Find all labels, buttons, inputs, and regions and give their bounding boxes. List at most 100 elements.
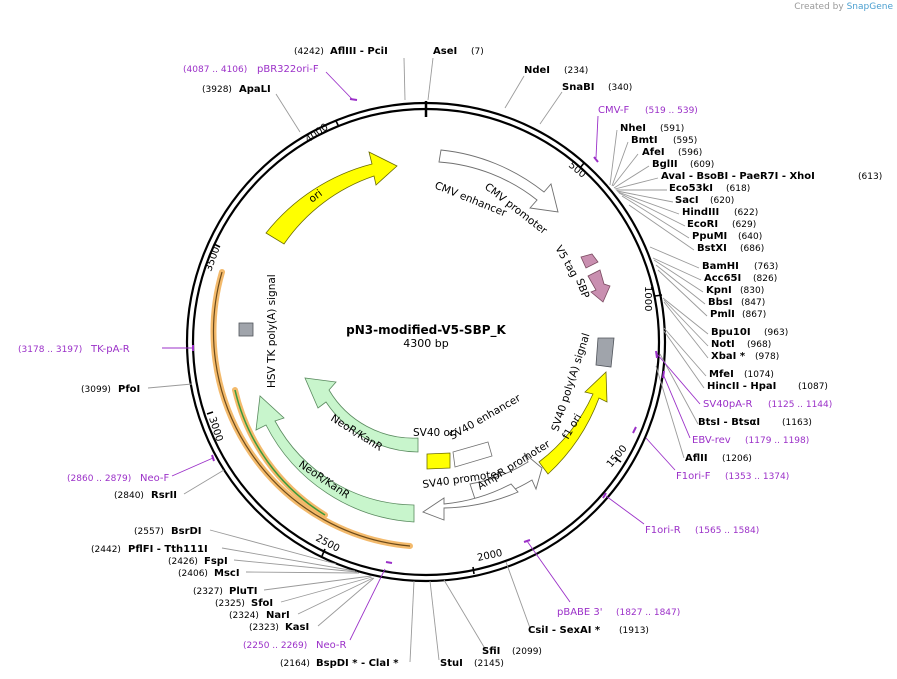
primer-name-ebv-rev[interactable]: EBV-rev xyxy=(692,435,731,446)
leader-acc65I xyxy=(652,257,702,281)
snapgene-credit: Created by SnapGene xyxy=(794,2,893,12)
leader-pmlI xyxy=(657,269,708,317)
site-name-aseI[interactable]: AseI xyxy=(433,46,457,57)
site-name-ndeI[interactable]: NdeI xyxy=(524,65,550,76)
primer-pos-pbabe3: (1827 .. 1847) xyxy=(616,608,680,618)
primer-name-tk-pa-r[interactable]: TK-pA-R xyxy=(90,344,130,355)
site-name-btsI[interactable]: BtsI - BtsαI xyxy=(698,417,760,428)
site-name-fspI[interactable]: FspI xyxy=(204,556,228,567)
feature-v5-tag[interactable] xyxy=(580,253,599,269)
leader-fspI xyxy=(233,559,358,573)
leader-hincII xyxy=(663,330,705,389)
primer-name-f1ori-f[interactable]: F1ori-F xyxy=(676,471,711,482)
tick-mark-2000 xyxy=(472,566,475,575)
site-name-ecoRI[interactable]: EcoRI xyxy=(687,219,718,230)
primer-name-f1ori-r[interactable]: F1ori-R xyxy=(645,525,681,536)
leader-pluTI xyxy=(263,575,372,591)
site-name-eco53kI[interactable]: Eco53kI xyxy=(669,183,713,194)
leader-hindIII xyxy=(617,191,680,215)
site-name-bamHI[interactable]: BamHI xyxy=(702,261,739,272)
site-name-afeI[interactable]: AfeI xyxy=(642,147,665,158)
snapgene-brand: SnapGene xyxy=(846,2,893,12)
primer-mark-f1ori-r xyxy=(602,492,607,499)
site-name-pfoI[interactable]: PfoI xyxy=(118,384,140,395)
site-name-kpnI[interactable]: KpnI xyxy=(706,285,732,296)
site-name-apaLI[interactable]: ApaLI xyxy=(239,84,271,95)
site-name-sacI[interactable]: SacI xyxy=(675,195,699,206)
site-name-snabI[interactable]: SnaBI xyxy=(562,82,594,93)
leader-aseI xyxy=(427,57,434,101)
site-pos-eco53kI: (618) xyxy=(726,184,750,194)
leader-sfoI xyxy=(280,576,373,603)
leader-primer-f1ori-r xyxy=(605,495,645,525)
leader-kpnI xyxy=(653,259,704,293)
primer-name-pbr322ori-f[interactable]: pBR322ori-F xyxy=(257,64,319,75)
primer-name-sv40pa-r[interactable]: SV40pA-R xyxy=(703,399,752,410)
site-pos-xbaI: (978) xyxy=(755,352,779,362)
site-name-ppuMI[interactable]: PpuMI xyxy=(692,231,727,242)
feature-sv40-promoter[interactable] xyxy=(422,483,519,521)
feature-hsv-tk-polya[interactable] xyxy=(238,322,254,337)
site-name-pflFI[interactable]: PflFI - Tth111I xyxy=(128,544,208,555)
site-name-bbsI[interactable]: BbsI xyxy=(708,297,732,308)
site-name-hincII[interactable]: HincII - HpaI xyxy=(707,381,776,392)
site-name-csiI[interactable]: CsiI - SexAI * xyxy=(528,625,601,636)
feature-f1-ori[interactable] xyxy=(538,371,608,475)
leader-pfoI xyxy=(147,383,193,389)
leader-stuI xyxy=(429,580,440,661)
site-name-nheI[interactable]: NheI xyxy=(620,123,646,134)
site-name-xbaI[interactable]: XbaI * xyxy=(711,351,746,362)
leader-notI xyxy=(663,299,709,347)
site-pos-mfeI: (1074) xyxy=(744,370,774,380)
site-name-notI[interactable]: NotI xyxy=(711,339,735,350)
feature-ori[interactable] xyxy=(265,151,398,245)
site-name-narI[interactable]: NarI xyxy=(266,610,290,621)
site-name-bsrDI[interactable]: BsrDI xyxy=(171,526,202,537)
site-name-aflIII[interactable]: AflIII - PciI xyxy=(330,46,388,57)
site-name-pmlI[interactable]: PmlI xyxy=(710,309,735,320)
tick-label-1500: 1500 xyxy=(605,443,630,470)
primer-mark-neo-r xyxy=(385,561,393,564)
feature-cmv[interactable] xyxy=(438,149,559,213)
site-name-mscI[interactable]: MscI xyxy=(214,568,240,579)
feature-neor-kanr-outer[interactable] xyxy=(255,395,415,523)
feature-sv40-polya-right[interactable] xyxy=(595,337,615,368)
site-labels: (4242) AflIII - PciI AseI (7) NdeI (234)… xyxy=(81,46,882,669)
site-name-bstXI[interactable]: BstXI xyxy=(697,243,727,254)
site-name-bglII[interactable]: BglII xyxy=(652,159,678,170)
site-pos-sfiI: (2099) xyxy=(512,647,542,657)
primer-name-neo-f[interactable]: Neo-F xyxy=(140,473,170,484)
primer-name-cmv-f[interactable]: CMV-F xyxy=(598,105,629,116)
site-name-mfeI[interactable]: MfeI xyxy=(709,369,734,380)
feature-neor-kanr-inner[interactable] xyxy=(304,377,419,453)
site-pos-aseI: (7) xyxy=(471,47,484,57)
primer-name-neo-r[interactable]: Neo-R xyxy=(316,640,347,651)
site-name-bspDI[interactable]: BspDI * - ClaI * xyxy=(316,658,399,669)
site-pos-hindIII: (622) xyxy=(734,208,758,218)
site-name-hindIII[interactable]: HindIII xyxy=(682,207,719,218)
site-pos-aflIII: (4242) xyxy=(294,47,324,57)
site-name-acc65I[interactable]: Acc65I xyxy=(704,273,741,284)
primer-name-pbabe3[interactable]: pBABE 3' xyxy=(557,607,603,618)
leader-sfiI xyxy=(443,579,488,653)
tick-label-2000: 2000 xyxy=(476,548,503,564)
feature-sbp[interactable] xyxy=(587,269,611,303)
feature-sv40-ori[interactable] xyxy=(426,452,451,470)
primer-pos-cmv-f: (519 .. 539) xyxy=(645,106,698,116)
site-name-sfoI[interactable]: SfoI xyxy=(251,598,273,609)
site-name-avaI[interactable]: AvaI - BsoBI - PaeR7I - XhoI xyxy=(661,171,815,182)
site-name-aflII[interactable]: AflII xyxy=(685,453,708,464)
site-name-stuI[interactable]: StuI xyxy=(440,658,463,669)
site-name-bmtI[interactable]: BmtI xyxy=(631,135,658,146)
site-name-rsrII[interactable]: RsrII xyxy=(151,490,177,501)
site-name-bpu10I[interactable]: Bpu10I xyxy=(711,327,751,338)
leader-primer-pbabe xyxy=(526,540,571,603)
site-name-sfiI[interactable]: SfiI xyxy=(482,646,500,657)
site-name-kasI[interactable]: KasI xyxy=(285,622,309,633)
tick-mark-1500 xyxy=(614,457,622,463)
credit-prefix: Created by xyxy=(794,2,844,12)
feature-sv40-enhancer[interactable] xyxy=(452,441,493,468)
site-name-pluTI[interactable]: PluTI xyxy=(229,586,257,597)
primer-pos-tk-pa-r: (3178 .. 3197) xyxy=(18,345,82,355)
